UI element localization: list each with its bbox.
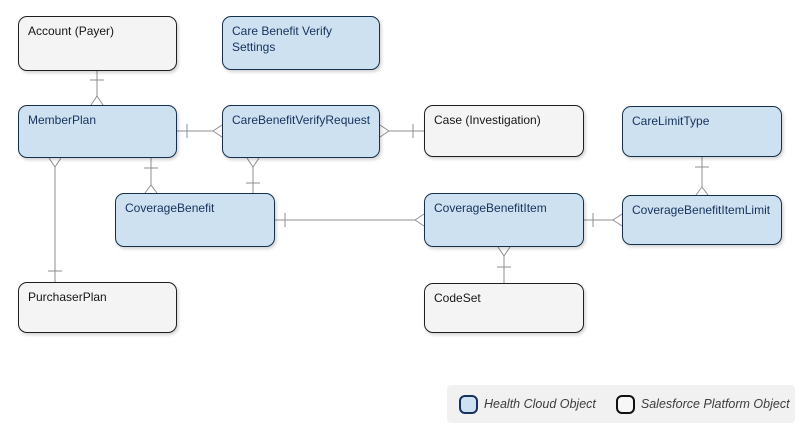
entity-account-payer: Account (Payer): [18, 16, 177, 71]
entity-case-investigation: Case (Investigation): [424, 105, 584, 157]
entity-code-set: CodeSet: [424, 283, 584, 333]
legend-label-salesforce-platform: Salesforce Platform Object: [640, 397, 790, 411]
connector-coveragebenefititem-codeset: [497, 246, 511, 283]
entity-care-benefit-verify-settings: Care Benefit Verify Settings: [222, 16, 380, 70]
connector-coveragebenefit-coveragebenefititem: [275, 213, 425, 227]
connector-carelimittype-coveragebenefititemlimit: [695, 157, 709, 196]
entity-care-limit-type: CareLimitType: [622, 106, 782, 157]
health-cloud-swatch-icon: [459, 394, 478, 414]
entity-coverage-benefit-item-limit: CoverageBenefitItemLimit: [622, 195, 782, 245]
connector-account-memberplan: [90, 71, 104, 106]
connector-coveragebenefititem-coveragebenefititemlimit: [584, 213, 623, 227]
entity-care-benefit-verify-request: CareBenefitVerifyRequest: [222, 105, 380, 158]
salesforce-platform-swatch-icon: [615, 394, 635, 414]
connector-memberplan-carebenefitverifyrequest: [177, 124, 223, 138]
entity-coverage-benefit-item: CoverageBenefitItem: [424, 193, 584, 247]
entity-purchaser-plan: PurchaserPlan: [18, 282, 177, 333]
connector-memberplan-coveragebenefit: [144, 158, 158, 194]
legend: Health Cloud Object Salesforce Platform …: [447, 385, 795, 423]
connector-carebenefitverifyrequest-coveragebenefit: [246, 157, 260, 193]
connector-memberplan-purchaserplan: [48, 157, 62, 282]
legend-label-health-cloud: Health Cloud Object: [484, 397, 596, 411]
connector-carebenefitverifyrequest-case: [379, 124, 424, 138]
entity-coverage-benefit: CoverageBenefit: [115, 193, 275, 247]
entity-member-plan: MemberPlan: [18, 105, 177, 158]
